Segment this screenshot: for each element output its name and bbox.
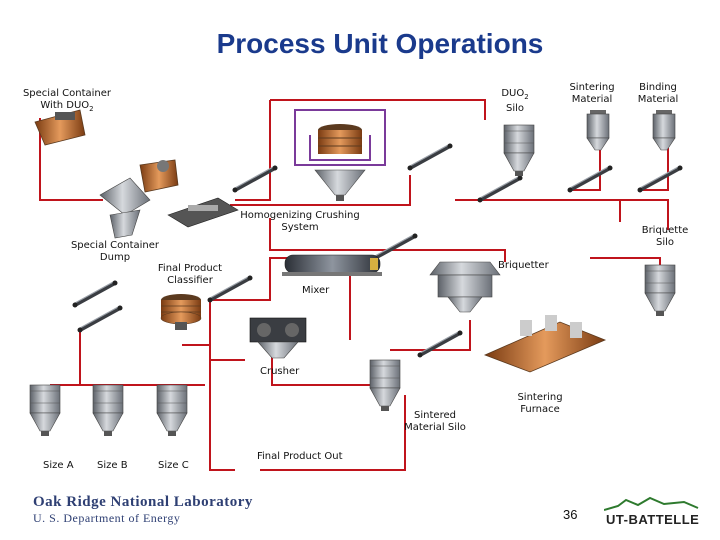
sintered-material-silo-label-line1: Sintered (414, 410, 456, 421)
duo2-silo-label: DUO2 Silo (495, 88, 535, 115)
feeder-block (167, 197, 239, 228)
page-number: 36 (563, 507, 578, 522)
binding-material-label-line1: Binding (639, 82, 677, 93)
sintering-material-label-line2: Material (571, 94, 613, 105)
homogenizing-label-line2: System (281, 222, 319, 233)
homogenizing-label-line1: Homogenizing Crushing (240, 210, 360, 221)
special-container-label: Special Container With DUO2 (22, 88, 112, 115)
final-product-classifier-label-line2: Classifier (167, 275, 213, 286)
size-b-label: Size B (97, 460, 128, 471)
briquette-silo-label-line1: Briquette (641, 225, 689, 236)
briquetter (429, 261, 501, 313)
briquette-silo-label: Briquette Silo (640, 225, 690, 249)
sintered-material-silo-label: Sintered Material Silo (395, 410, 475, 434)
red-flow-lines (39, 99, 669, 471)
sintering-furnace (483, 315, 607, 373)
sintering-furnace-label-line2: Furnace (520, 404, 560, 415)
special-container-duo2 (34, 109, 86, 146)
crusher (249, 317, 307, 359)
special-container-dump-label-line1: Special Container (70, 240, 160, 251)
duo2-label-subscript: 2 (524, 93, 529, 101)
final-product-classifier-label-line1: Final Product (157, 263, 223, 274)
sintering-furnace-label-line1: Sintering (517, 392, 563, 403)
briquetter-label: Briquetter (498, 260, 549, 271)
sintered-material-silo (369, 359, 401, 412)
binding-material-label-line2: Material (637, 94, 679, 105)
size-c-silo (156, 384, 188, 437)
conveyor-2 (405, 141, 455, 173)
binding-material-silo (652, 109, 676, 151)
conveyor-10 (415, 328, 465, 360)
size-a-silo (29, 384, 61, 437)
special-container-dump-label: Special Container Dump (60, 240, 170, 264)
sintering-furnace-label: Sintering Furnace (510, 392, 570, 416)
special-container-dump (99, 159, 179, 239)
org-department: U. S. Department of Energy (33, 511, 181, 525)
homogenizing-crushing-system (314, 124, 366, 201)
homogenizing-label: Homogenizing Crushing System (240, 210, 360, 234)
conveyor-3 (565, 163, 615, 195)
org-name: Oak Ridge National Laboratory (33, 494, 253, 510)
mixer-label: Mixer (302, 285, 330, 296)
mixer (282, 254, 382, 276)
conveyor-7 (75, 303, 125, 335)
special-container-dump-label-line2: Dump (99, 252, 131, 263)
conveyor-9 (370, 231, 420, 263)
briquette-silo (644, 264, 676, 317)
size-a-label: Size A (43, 460, 74, 471)
crusher-label: Crusher (260, 366, 300, 377)
sintered-material-silo-label-line2: Material Silo (404, 422, 466, 433)
final-product-classifier (160, 293, 202, 331)
sintering-material-label: Sintering Material (567, 82, 617, 106)
final-product-out-label: Final Product Out (257, 451, 343, 462)
size-c-label: Size C (158, 460, 189, 471)
conveyor-6 (70, 278, 120, 310)
sintering-material-silo (586, 109, 610, 151)
conveyor-4 (635, 163, 685, 195)
special-container-label-line1: Special Container (22, 88, 112, 99)
conveyor-5 (475, 173, 525, 205)
partner-logo-text: UT-BATTELLE (606, 512, 700, 527)
duo2-silo (503, 124, 535, 177)
page-title: Process Unit Operations (216, 28, 544, 59)
duo2-label-line1: DUO (501, 88, 525, 99)
special-container-label-subscript: 2 (89, 105, 94, 113)
final-product-classifier-label: Final Product Classifier (150, 263, 230, 287)
purple-recycle-loop (294, 109, 386, 166)
special-container-label-line2: With DUO (40, 100, 90, 111)
size-b-silo (92, 384, 124, 437)
binding-material-label: Binding Material (633, 82, 683, 106)
duo2-label-line2: Silo (505, 103, 525, 114)
briquette-silo-label-line2: Silo (655, 237, 675, 248)
sintering-material-label-line1: Sintering (569, 82, 615, 93)
partner-logo-mark (604, 496, 699, 511)
